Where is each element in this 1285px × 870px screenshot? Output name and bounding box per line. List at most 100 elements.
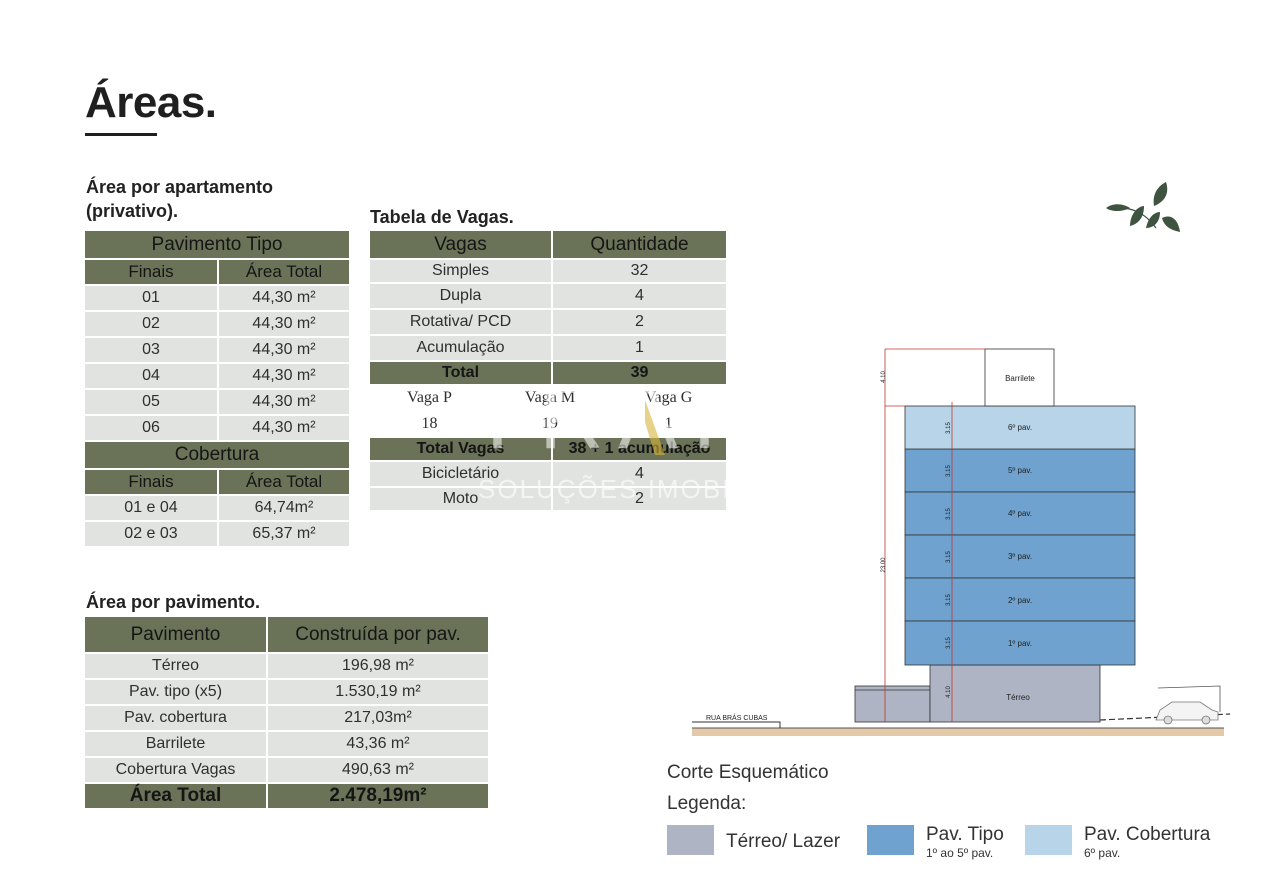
pavimento-heading: Área por pavimento. [86,592,261,612]
legend-label-cobertura: Pav. Cobertura [1084,824,1211,845]
cell-final: 05 [85,389,219,416]
apartment-table: Pavimento Tipo Finais Área Total 01 44,3… [85,231,351,548]
cell-area: 44,30 m² [218,337,351,364]
cell-label: Dupla [370,283,553,310]
table-row: Pav. cobertura 217,03m² [85,705,490,732]
total-vagas-row: Total Vagas 38 + 1 acumulação [370,437,728,462]
vaga-g-value: 1 [610,411,728,438]
section-drawing: RUA BRÁS CUBAS Térreo Barrilete 6º pav. … [692,348,1231,736]
floor-label: 3º pav. [1008,552,1032,561]
cell-label: Moto [370,487,553,512]
cell-pavimento: Cobertura Vagas [85,757,268,784]
total-value: 39 [552,361,728,386]
apartment-heading-line2: (privativo). [86,201,179,221]
floor-label: 1º pav. [1008,639,1032,648]
vagas-heading: Tabela de Vagas. [370,207,514,227]
floor-label: 4º pav. [1008,509,1032,518]
table-row: 06 44,30 m² [85,415,351,442]
table-subheader-row: Finais Área Total [85,259,351,286]
col-construida: Construída por pav. [267,617,490,654]
cell-value: 4 [552,283,728,310]
col-quantidade: Quantidade [552,231,728,260]
table-row: 04 44,30 m² [85,363,351,390]
cell-value: 2 [552,487,728,512]
floor-4 [904,491,1136,536]
table-row: Rotativa/ PCD 2 [370,309,728,336]
title-underline [85,133,157,136]
cell-label: Acumulação [370,335,553,362]
table-row: 01 44,30 m² [85,285,351,312]
cell-label: Rotativa/ PCD [370,309,553,336]
cell-label: Simples [370,259,553,284]
total-row: Área Total 2.478,19m² [85,783,490,810]
cell-final: 01 e 04 [85,495,219,522]
cell-label: Bicicletário [370,461,553,488]
legend-label-terreo: Térreo/ Lazer [726,831,841,852]
col-area: Área Total [218,259,351,286]
floor-height-label: 3.15 [946,594,952,606]
table-row: Pav. tipo (x5) 1.530,19 m² [85,679,490,706]
cell-value: 32 [552,259,728,284]
floor-height-label: 3.15 [946,422,952,434]
cell-pavimento: Barrilete [85,731,268,758]
cell-construida: 217,03m² [267,705,490,732]
floor-label: 2º pav. [1008,596,1032,605]
cell-final: 03 [85,337,219,364]
legend-sub-cobertura: 6º pav. [1084,846,1121,860]
col-pavimento: Pavimento [85,617,268,654]
barrilete-label: Barrilete [1005,374,1035,383]
table-header-row: Pavimento Construída por pav. [85,617,490,654]
cell-area: 64,74m² [218,495,351,522]
cell-construida: 196,98 m² [267,653,490,680]
table-row: 01 e 04 64,74m² [85,495,351,522]
apartment-heading-line1: Área por apartamento [86,177,274,197]
cobertura-header-row: Cobertura [85,441,351,470]
floor-height-label: 3.15 [946,508,952,520]
drawing-caption: Corte Esquemático [667,762,829,783]
floor-height-label: 3.15 [946,551,952,563]
cell-area: 44,30 m² [218,363,351,390]
floor-height-label: 3.15 [946,465,952,477]
floor-2 [904,577,1136,622]
table-row: Moto 2 [370,487,728,512]
table-row: 03 44,30 m² [85,337,351,364]
table-row: Térreo 196,98 m² [85,653,490,680]
legend-swatch-terreo [667,825,714,855]
cell-value: 2 [552,309,728,336]
floor-label: 6º pav. [1008,423,1032,432]
vaga-p-label: Vaga P [370,385,491,412]
vaga-p-value: 18 [370,411,491,438]
street-label: RUA BRÁS CUBAS [706,713,768,722]
vaga-m-label: Vaga M [490,385,611,412]
cell-final: 04 [85,363,219,390]
total-label: Área Total [85,783,268,810]
leaf-icon [1106,182,1180,232]
legend-swatch-tipo [867,825,914,855]
table-row: Acumulação 1 [370,335,728,362]
floor-6 [904,405,1136,450]
cell-pavimento: Pav. cobertura [85,705,268,732]
page-title: Áreas. [85,78,217,127]
cell-construida: 490,63 m² [267,757,490,784]
floor-1 [904,620,1136,666]
cell-area: 44,30 m² [218,311,351,338]
table-row: Dupla 4 [370,283,728,310]
carport-outline [1157,685,1221,712]
cell-final: 02 [85,311,219,338]
cell-pavimento: Térreo [85,653,268,680]
table-row: 02 44,30 m² [85,311,351,338]
terreo-height-label: 4.10 [946,686,952,698]
vaga-m-value: 19 [490,411,611,438]
col-vagas: Vagas [370,231,553,260]
cell-final: 01 [85,285,219,312]
table-row: 05 44,30 m² [85,389,351,416]
cell-area: 44,30 m² [218,389,351,416]
cell-final: 06 [85,415,219,442]
legend-swatch-cobertura [1025,825,1072,855]
vagas-table: Vagas Quantidade Simples 32 Dupla 4 Rota… [370,231,728,512]
cobertura-subheader-row: Finais Área Total [85,469,351,496]
floor-height-label: 3.15 [946,637,952,649]
table-row: Simples 32 [370,259,728,284]
col-finais: Finais [85,259,219,286]
terreo-label: Térreo [1006,693,1030,702]
